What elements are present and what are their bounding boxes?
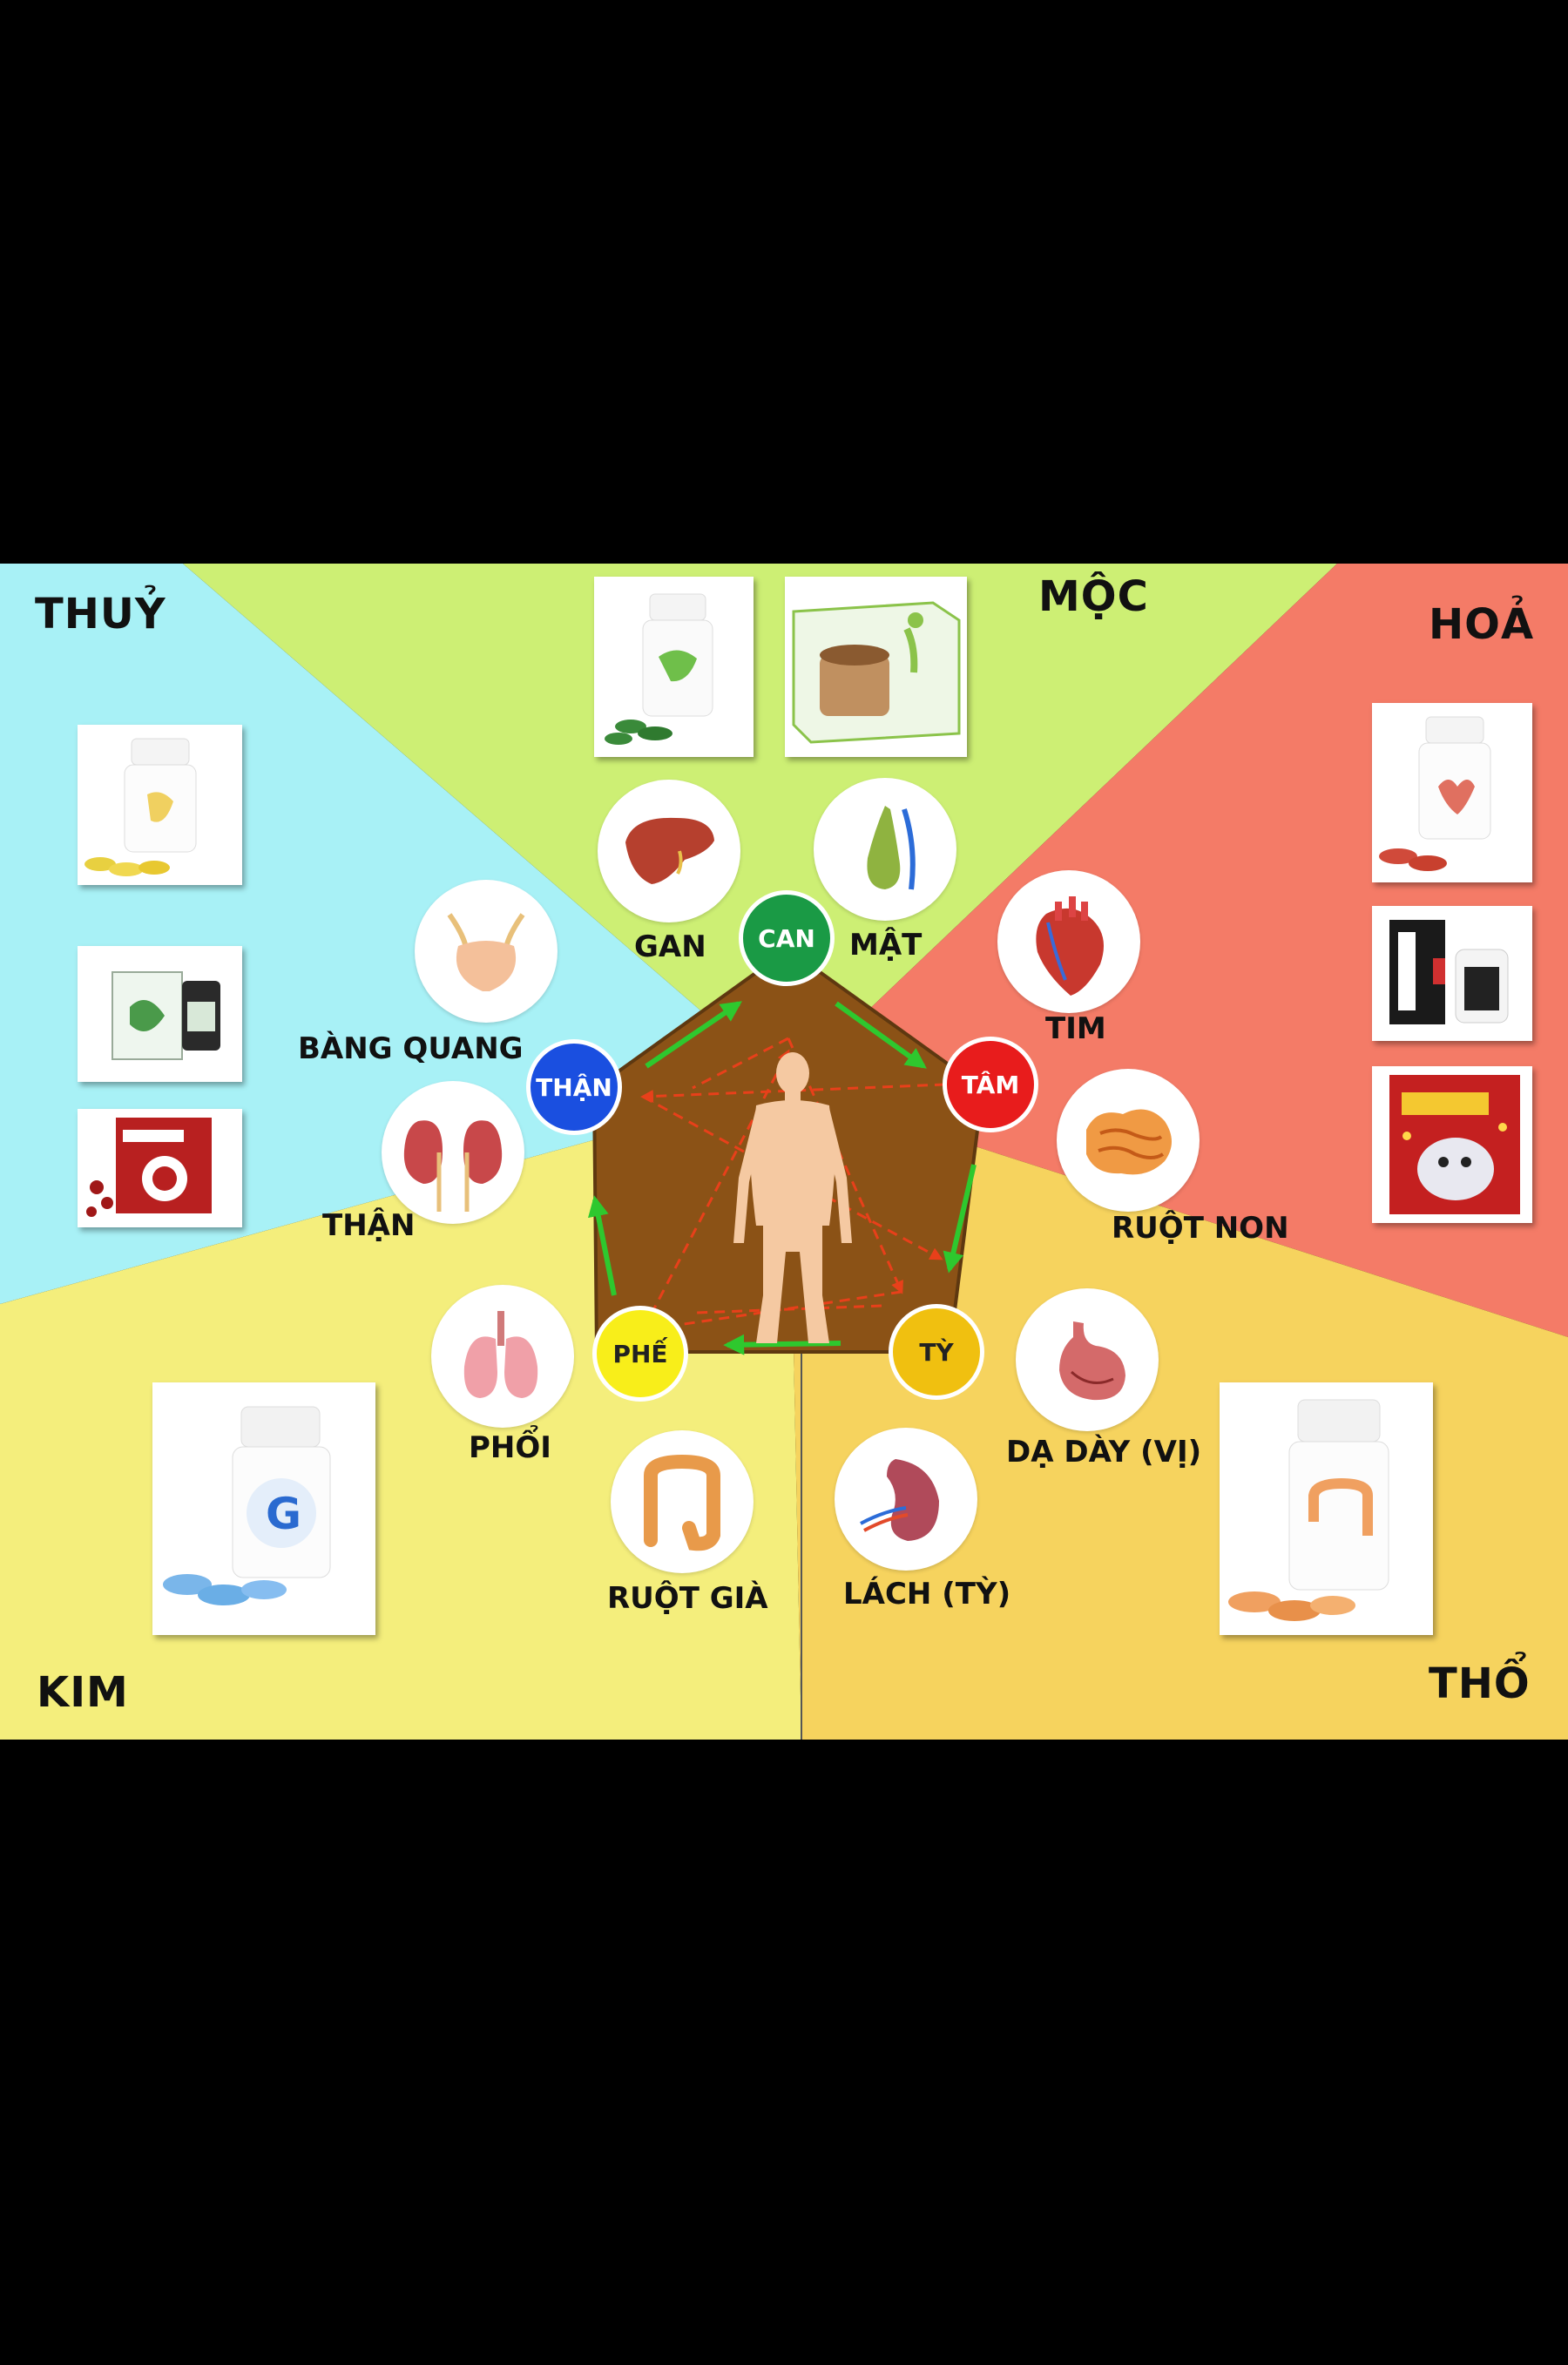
label-da-day: DẠ DÀY (VỊ) (1006, 1435, 1202, 1470)
label-phoi: PHỔI (469, 1430, 551, 1465)
organ-spleen-image (835, 1428, 977, 1571)
label-tim: TIM (1045, 1011, 1106, 1046)
element-tho-title: THỔ (1429, 1659, 1531, 1708)
node-tam: TÂM (943, 1037, 1038, 1132)
organ-liver-image (598, 780, 740, 922)
product-image-hoa-1 (1372, 703, 1532, 882)
product-image-moc-bottle (594, 577, 754, 757)
label-ruot-gia: RUỘT GIÀ (607, 1581, 768, 1616)
label-than-organ: THẬN (322, 1208, 416, 1243)
svg-text:G: G (266, 1489, 301, 1539)
organ-kidney-image (382, 1081, 524, 1224)
element-moc-title: MỘC (1038, 572, 1149, 621)
organ-bladder-image (415, 880, 558, 1023)
product-image-kim: G (152, 1382, 375, 1635)
product-image-thuy-1 (78, 725, 242, 885)
label-ruot-non: RUỘT NON (1112, 1211, 1289, 1246)
product-image-hoa-3 (1372, 1066, 1532, 1223)
organ-large-intestine-image (611, 1430, 754, 1573)
element-thuy-title: THUỶ (35, 590, 166, 639)
organ-heart-image (997, 870, 1140, 1013)
element-kim-title: KIM (37, 1668, 129, 1717)
product-image-hoa-2 (1372, 906, 1532, 1041)
label-gan: GAN (634, 929, 706, 964)
node-than: THẬN (526, 1039, 622, 1135)
product-image-moc-box (785, 577, 967, 757)
product-image-thuy-3 (78, 1109, 242, 1227)
node-ty: TỲ (889, 1304, 984, 1400)
organ-stomach-image (1016, 1288, 1159, 1431)
product-image-tho (1220, 1382, 1433, 1635)
element-hoa-title: HOẢ (1429, 600, 1535, 649)
organ-gallbladder-image (814, 778, 956, 921)
node-phe: PHẾ (592, 1306, 688, 1402)
node-can: CAN (739, 890, 835, 986)
label-lach: LÁCH (TỲ) (843, 1577, 1011, 1612)
organ-small-intestine-image (1057, 1069, 1200, 1212)
organ-lungs-image (431, 1285, 574, 1428)
label-bang-quang: BÀNG QUANG (298, 1031, 524, 1066)
label-mat: MẬT (849, 928, 923, 963)
five-elements-diagram: THUỶ MỘC HOẢ KIM THỔ CAN TÂM TỲ PHẾ THẬN… (0, 564, 1568, 1740)
sector-moc (183, 564, 1337, 1086)
human-figure (733, 1052, 852, 1343)
product-image-thuy-2 (78, 946, 242, 1082)
